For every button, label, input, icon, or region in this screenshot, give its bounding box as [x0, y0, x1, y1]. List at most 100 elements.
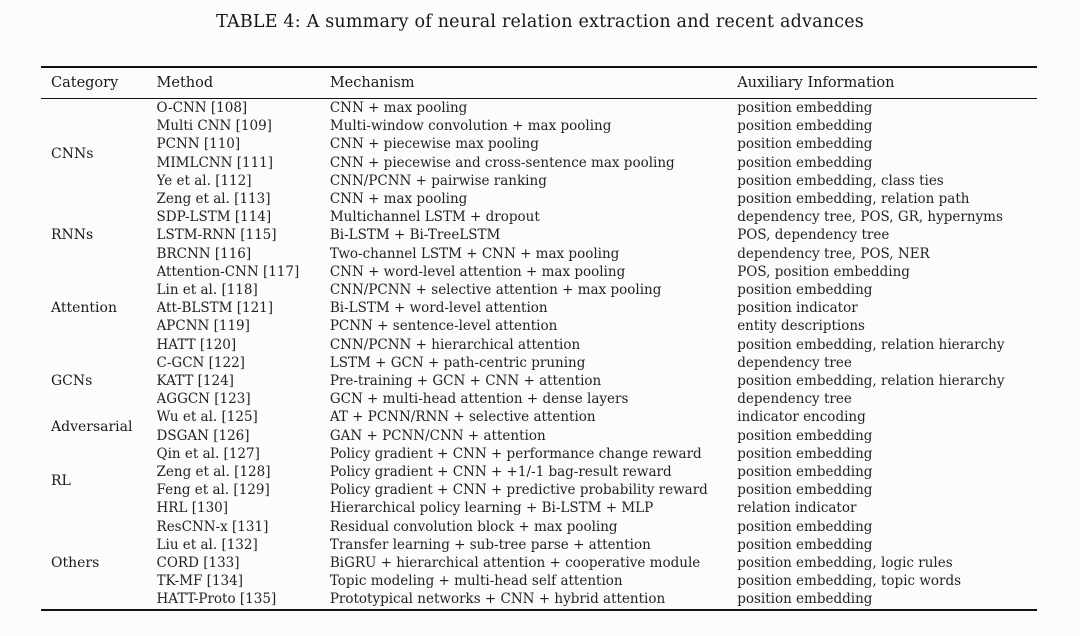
table-body: CNNs O-CNN [108] CNN + max pooling position…	[41, 99, 1037, 610]
table-row: GCNs C-GCN [122] LSTM + GCN + path-centric…	[41, 354, 1037, 389]
mechanism-cell: Multichannel LSTM + dropout	[329, 209, 540, 226]
auxiliary-cell: entity descriptions	[737, 318, 865, 335]
table-row: Others ResCNN-x [131] Residual convolution…	[41, 518, 1037, 571]
mechanism-cell: CNN + max pooling	[329, 191, 468, 208]
mechanism-cell: Residual convolution block + max pooling	[329, 518, 618, 535]
mechanism-cell: Two-channel LSTM + CNN + max pooling	[329, 245, 620, 262]
header-method: Method	[156, 67, 330, 99]
table-row: MIMLCNN [111] CNN + piecewise and cross-s…	[41, 154, 1037, 172]
category-cell: Adversarial	[51, 418, 133, 435]
mechanism-cell: Pre-training + GCN + CNN + attention	[329, 373, 602, 390]
table-row: HATT-Proto [135]Prototypical networks + …	[41, 590, 1037, 609]
method-cell: ResCNN-x [131]	[156, 518, 269, 535]
method-cell: HRL [130]	[156, 500, 229, 517]
method-cell: Multi CNN [109]	[156, 118, 272, 135]
mechanism-cell: PCNN + sentence-level attention	[329, 318, 558, 335]
auxiliary-cell: position embedding	[737, 591, 873, 608]
mechanism-cell: Policy gradient + CNN + performance chan…	[329, 445, 702, 462]
auxiliary-cell: position embedding	[737, 136, 873, 153]
category-cell: GCNs	[51, 373, 93, 390]
method-cell: KATT [124]	[156, 373, 234, 390]
mechanism-cell: Hierarchical policy learning + Bi-LSTM +…	[329, 500, 654, 517]
auxiliary-cell: position embedding	[737, 427, 873, 444]
table-row: CORD [133]BiGRU + hierarchical attention…	[41, 554, 1037, 572]
table-row: Ye et al. [112]CNN/PCNN + pairwise ranki…	[41, 172, 1037, 190]
mechanism-cell: Bi-LSTM + Bi-TreeLSTM	[329, 227, 501, 244]
auxiliary-cell: position embedding	[737, 100, 873, 116]
method-cell: Feng et al. [129]	[156, 482, 270, 499]
method-cell: BRCNN [116]	[156, 245, 252, 262]
method-cell: Attention-CNN [117]	[156, 263, 300, 280]
mechanism-cell: Policy gradient + CNN + predictive proba…	[329, 482, 708, 499]
category-cell: Others	[51, 555, 100, 572]
method-cell: LSTM-RNN [115]	[156, 227, 277, 244]
mechanism-cell: CNN + piecewise max pooling	[329, 136, 539, 153]
table-row: HATT [120]CNN/PCNN + hierarchical attent…	[41, 336, 1037, 354]
auxiliary-cell: position embedding	[737, 518, 873, 535]
method-cell: C-GCN [122]	[156, 354, 245, 371]
table-row: KATT [124] Pre-training + GCN + CNN + att…	[41, 372, 1037, 390]
header-row: Category Method Mechanism Auxiliary Info…	[41, 67, 1037, 99]
method-cell: SDP-LSTM [114]	[156, 209, 272, 226]
table-row: Zeng et al. [128]Policy gradient + CNN +…	[41, 463, 1037, 481]
category-cell: RL	[51, 473, 71, 490]
mechanism-cell: CNN/PCNN + hierarchical attention	[329, 336, 581, 353]
table-row: Att-BLSTM [121]Bi-LSTM + word-level atte…	[41, 299, 1037, 317]
mechanism-cell: Topic modeling + multi-head self attenti…	[329, 573, 623, 590]
method-cell: Qin et al. [127]	[156, 445, 260, 462]
auxiliary-cell: position embedding, logic rules	[737, 555, 953, 572]
table-row: APCNN [119] PCNN + sentence-level attenti…	[41, 317, 1037, 335]
method-cell: Liu et al. [132]	[156, 536, 258, 553]
auxiliary-cell: position embedding	[737, 464, 873, 481]
auxiliary-cell: position embedding	[737, 445, 873, 462]
method-cell: Zeng et al. [113]	[156, 191, 271, 208]
method-cell: AGGCN [123]	[156, 391, 251, 408]
auxiliary-cell: dependency tree, POS, GR, hypernyms	[737, 209, 1003, 226]
method-cell: O-CNN [108]	[156, 100, 248, 116]
mechanism-cell: CNN + max pooling	[329, 100, 468, 116]
auxiliary-cell: position embedding, topic words	[737, 573, 962, 590]
method-cell: Lin et al. [118]	[156, 282, 258, 299]
table-header: Category Method Mechanism Auxiliary Info…	[41, 67, 1037, 99]
auxiliary-cell: relation indicator	[737, 500, 857, 517]
method-cell: TK-MF [134]	[156, 573, 243, 590]
auxiliary-cell: indicator encoding	[737, 409, 866, 426]
auxiliary-cell: position embedding, class ties	[737, 172, 944, 189]
table-row: RL Qin et al. [127] Policy gradient + CNN …	[41, 445, 1037, 489]
table-caption: TABLE 4: A summary of neural relation ex…	[216, 12, 864, 32]
header-category: Category	[41, 67, 157, 99]
auxiliary-cell: dependency tree, POS, NER	[737, 245, 930, 262]
auxiliary-cell: position embedding	[737, 282, 873, 299]
mechanism-cell: CNN/PCNN + selective attention + max poo…	[329, 282, 662, 299]
method-cell: DSGAN [126]	[156, 427, 250, 444]
table-row: CNNs O-CNN [108] CNN + max pooling position…	[41, 99, 1037, 162]
table-row: Liu et al. [132]Transfer learning + sub-…	[41, 536, 1037, 554]
table-row: Feng et al. [129] Policy gradient + CNN +…	[41, 481, 1037, 499]
auxiliary-cell: position embedding, relation hierarchy	[737, 336, 1005, 353]
method-cell: Att-BLSTM [121]	[156, 300, 274, 317]
mechanism-cell: CNN + piecewise and cross-sentence max p…	[329, 154, 675, 171]
mechanism-cell: Prototypical networks + CNN + hybrid att…	[329, 591, 666, 608]
table-row: Multi CNN [109]Multi-window convolution …	[41, 117, 1037, 135]
method-cell: MIMLCNN [111]	[156, 154, 274, 171]
category-cell: CNNs	[51, 145, 94, 162]
auxiliary-cell: dependency tree	[737, 391, 852, 408]
table-row: Lin et al. [118] CNN/PCNN + selective att…	[41, 281, 1037, 299]
table-row: AGGCN [123]GCN + multi-head attention + …	[41, 390, 1037, 408]
auxiliary-cell: position embedding	[737, 536, 873, 553]
auxiliary-cell: position embedding	[737, 118, 873, 135]
method-cell: APCNN [119]	[156, 318, 250, 335]
mechanism-cell: AT + PCNN/RNN + selective attention	[329, 409, 596, 426]
summary-table: Category Method Mechanism Auxiliary Info…	[41, 66, 1037, 611]
mechanism-cell: LSTM + GCN + path-centric pruning	[329, 354, 586, 371]
auxiliary-cell: position embedding, relation hierarchy	[737, 373, 1005, 390]
method-cell: Ye et al. [112]	[156, 172, 252, 189]
table-row: HRL [130] Hierarchical policy learning + …	[41, 499, 1037, 517]
